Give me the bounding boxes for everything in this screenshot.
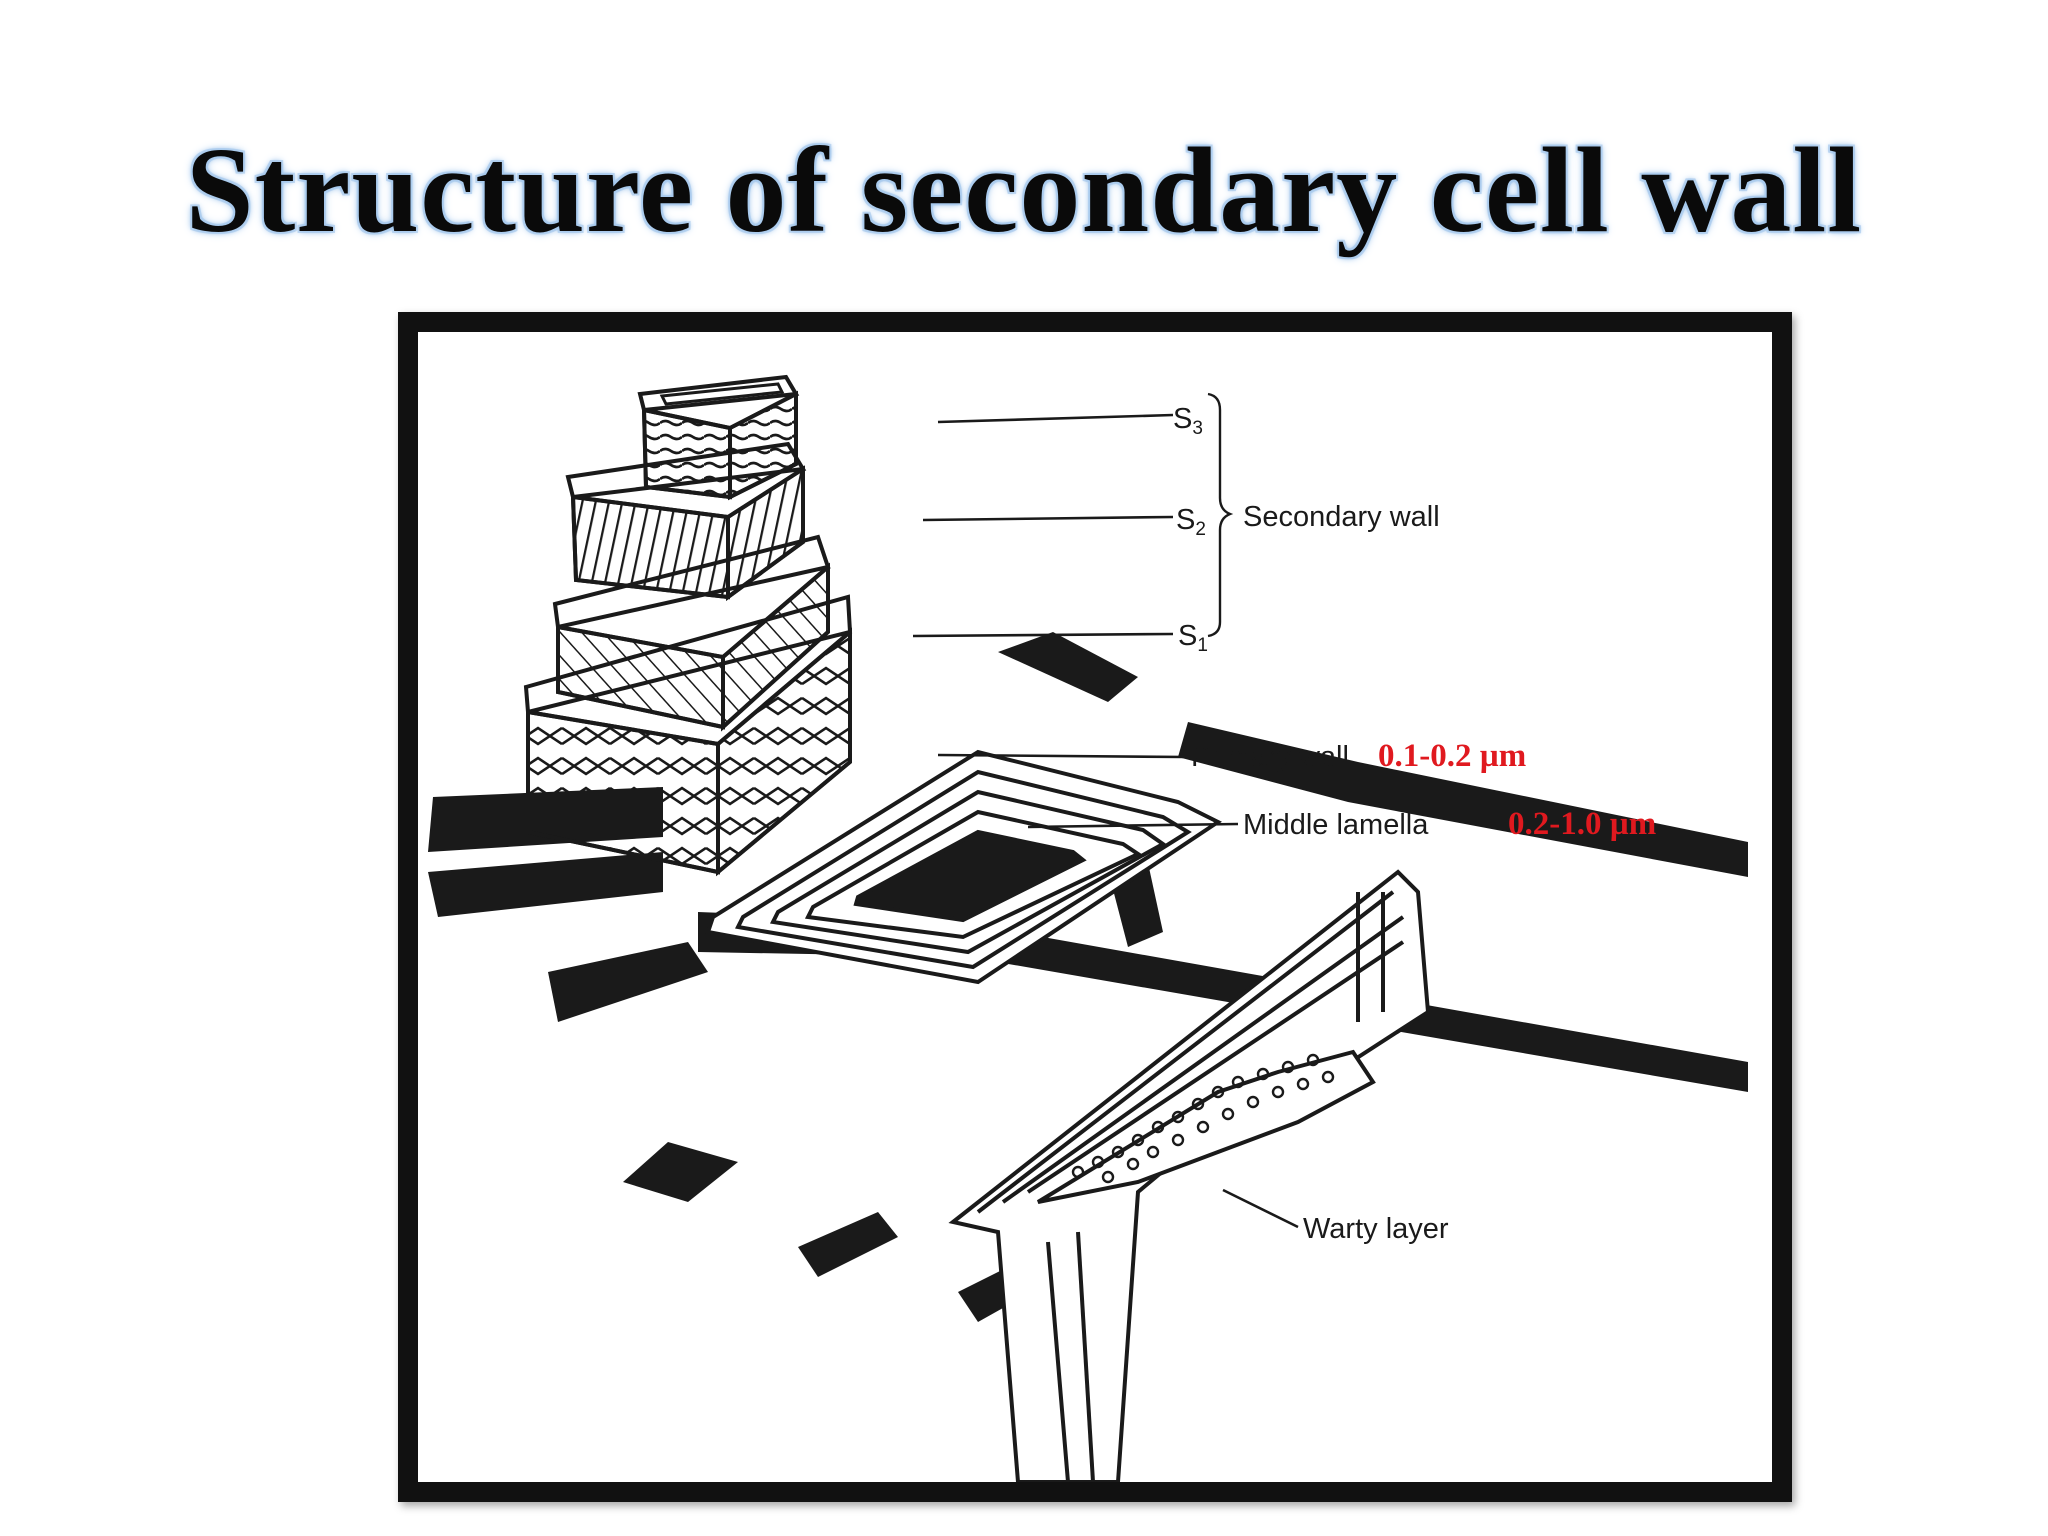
primary-wall-label: Primary wall <box>1191 741 1349 773</box>
s3-label: S3 <box>1173 403 1203 439</box>
wall-layer-stack <box>523 374 853 877</box>
central-cell <box>705 749 1222 985</box>
diagram-labels: S3 S2 S1 Secondary wall Primary wall 0.1… <box>1173 403 1656 1245</box>
leader-lines <box>912 392 1299 1229</box>
s3-layer-block <box>637 374 800 501</box>
middle-lamella-label: Middle lamella <box>1243 809 1429 841</box>
cell-wall-illustration: S3 S2 S1 Secondary wall Primary wall 0.1… <box>428 374 1748 1482</box>
warty-layer-label: Warty layer <box>1303 1213 1449 1245</box>
slide-title: Structure of secondary cell wall <box>185 123 1863 258</box>
middle-lamella-thickness: 0.2-1.0 µm <box>1508 806 1656 842</box>
s2-label: S2 <box>1176 504 1206 540</box>
secondary-wall-label: Secondary wall <box>1243 501 1440 533</box>
warty-cell <box>948 869 1431 1482</box>
primary-wall-thickness: 0.1-0.2 µm <box>1378 738 1526 774</box>
diagram-frame: S3 S2 S1 Secondary wall Primary wall 0.1… <box>398 312 1792 1502</box>
s1-label: S1 <box>1178 620 1208 656</box>
